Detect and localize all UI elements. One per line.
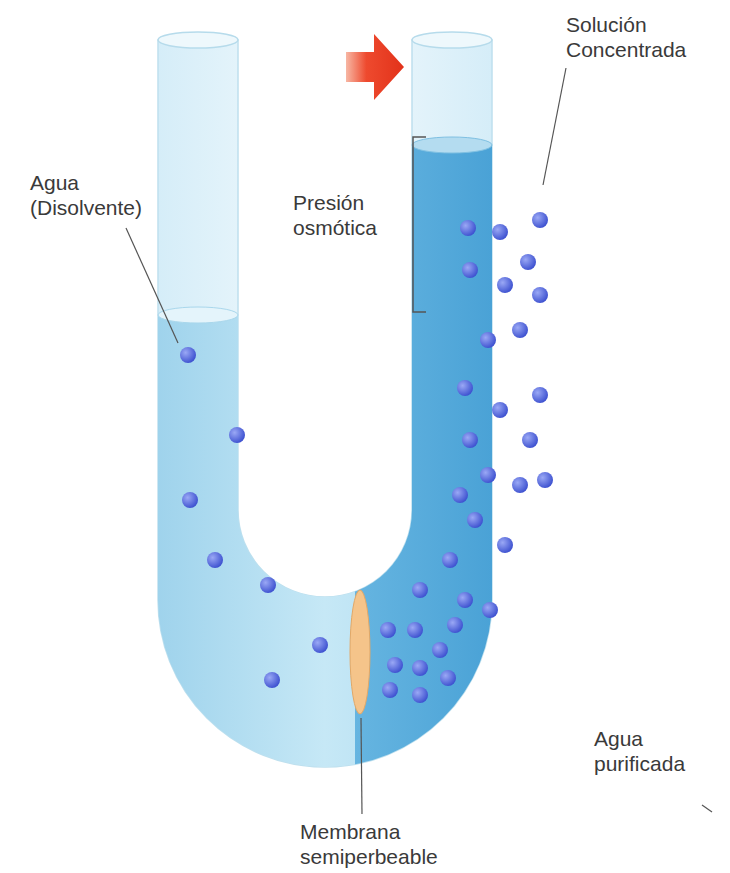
solute-particle [457, 592, 473, 608]
solution-liquid [355, 145, 492, 767]
solute-particle [407, 622, 423, 638]
solute-particle [537, 472, 553, 488]
solute-particle [412, 660, 428, 676]
solute-particle [182, 492, 198, 508]
solute-particle [532, 212, 548, 228]
solute-particle [532, 387, 548, 403]
leader-line [126, 228, 178, 343]
solute-particle [382, 682, 398, 698]
water-liquid [158, 315, 355, 767]
pressure-bracket [413, 137, 426, 312]
solute-particle [312, 637, 328, 653]
solute-particle [387, 657, 403, 673]
water-surface [158, 307, 238, 323]
leader-line [543, 68, 566, 185]
solute-particle [457, 380, 473, 396]
solute-particle [497, 277, 513, 293]
solute-particle [260, 577, 276, 593]
solute-particle [467, 512, 483, 528]
solute-particle [480, 332, 496, 348]
solute-particle [482, 602, 498, 618]
leader-line [702, 805, 712, 812]
solute-particle [432, 642, 448, 658]
solution-surface [412, 137, 492, 153]
solute-particle [480, 467, 496, 483]
tube-rim [158, 32, 238, 48]
solute-particle [229, 427, 245, 443]
tube-rim [412, 32, 492, 48]
leader-line [361, 718, 362, 814]
solute-particle [442, 552, 458, 568]
membrane-label: Membrana semiperbeable [300, 819, 470, 869]
solute-particle [460, 220, 476, 236]
solute-particle [452, 487, 468, 503]
solute-particle [492, 402, 508, 418]
solute-particle [207, 552, 223, 568]
solute-particle [522, 432, 538, 448]
solute-particle [532, 287, 548, 303]
solute-particle [520, 254, 536, 270]
solvent-label: Agua (Disolvente) [30, 170, 170, 220]
solute-particle [462, 432, 478, 448]
solute-particle [447, 617, 463, 633]
solute-particle [264, 672, 280, 688]
flow-arrow [346, 34, 404, 100]
tube-glass [158, 40, 492, 767]
solute-particle [412, 687, 428, 703]
solute-particle [512, 322, 528, 338]
solute-particle [180, 347, 196, 363]
solute-particle [462, 262, 478, 278]
solute-particle [440, 670, 456, 686]
solution-label: Solución Concentrada [566, 12, 721, 62]
solute-particle [380, 622, 396, 638]
membrane [350, 590, 370, 714]
solute-particle [497, 537, 513, 553]
solute-particle [492, 224, 508, 240]
solute-particle [412, 582, 428, 598]
solute-particle [512, 477, 528, 493]
output-label: Agua purificada [594, 726, 719, 776]
pressure-label: Presión osmótica [293, 190, 405, 240]
